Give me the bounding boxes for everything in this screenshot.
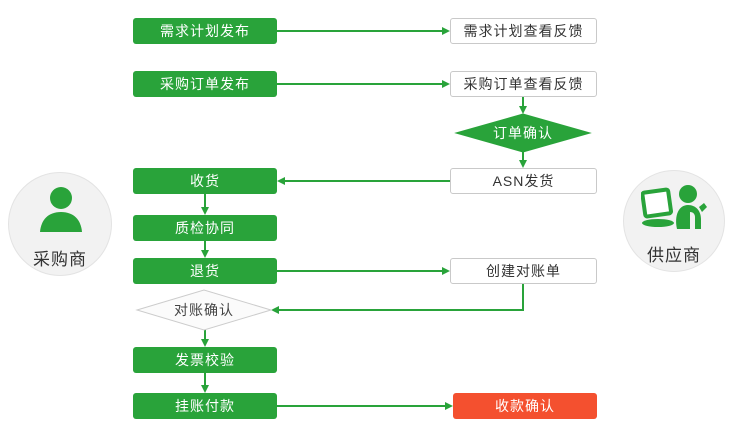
actor-buyer: 采购商: [8, 172, 112, 276]
arrow-payment-to-confirm: [277, 402, 453, 410]
node-payment: 挂账付款: [133, 393, 277, 419]
node-create-statement: 创建对账单: [450, 258, 597, 284]
buyer-person-icon: [40, 187, 82, 232]
order-confirm-diamond-shape: [454, 113, 592, 153]
node-receive: 收货: [133, 168, 277, 194]
node-order-confirm: 订单确认: [493, 125, 553, 141]
actor-supplier: 供应商: [623, 170, 725, 272]
node-return-goods: 退货: [133, 258, 277, 284]
node-po-publish: 采购订单发布: [133, 71, 277, 97]
node-demand-plan-feedback: 需求计划查看反馈: [450, 18, 597, 44]
node-po-feedback: 采购订单查看反馈: [450, 71, 597, 97]
arrow-po-feedback-to-confirm: [519, 97, 527, 114]
node-quality-collab: 质检协同: [133, 215, 277, 241]
arrow-quality-to-return: [201, 241, 209, 258]
node-payment-confirm: 收款确认: [453, 393, 597, 419]
arrow-receive-to-quality: [201, 194, 209, 215]
arrow-statement-to-confirm: [271, 284, 524, 314]
supplier-person-laptop-icon: [641, 185, 707, 229]
node-asn-ship: ASN发货: [450, 168, 597, 194]
statement-confirm-diamond-shape: [135, 289, 273, 331]
buyer-label: 采购商: [33, 250, 87, 269]
node-statement-confirm: 对账确认: [174, 302, 234, 318]
arrow-demand-plan: [277, 27, 450, 35]
arrow-confirm-to-asn: [519, 152, 527, 168]
arrow-confirm-to-invoice: [201, 330, 209, 347]
arrow-asn-to-receive: [277, 177, 450, 185]
arrow-invoice-to-payment: [201, 373, 209, 393]
arrow-po: [277, 80, 450, 88]
arrow-return-to-statement: [277, 267, 450, 275]
node-demand-plan-publish: 需求计划发布: [133, 18, 277, 44]
supplier-label: 供应商: [647, 246, 701, 265]
node-invoice-check: 发票校验: [133, 347, 277, 373]
